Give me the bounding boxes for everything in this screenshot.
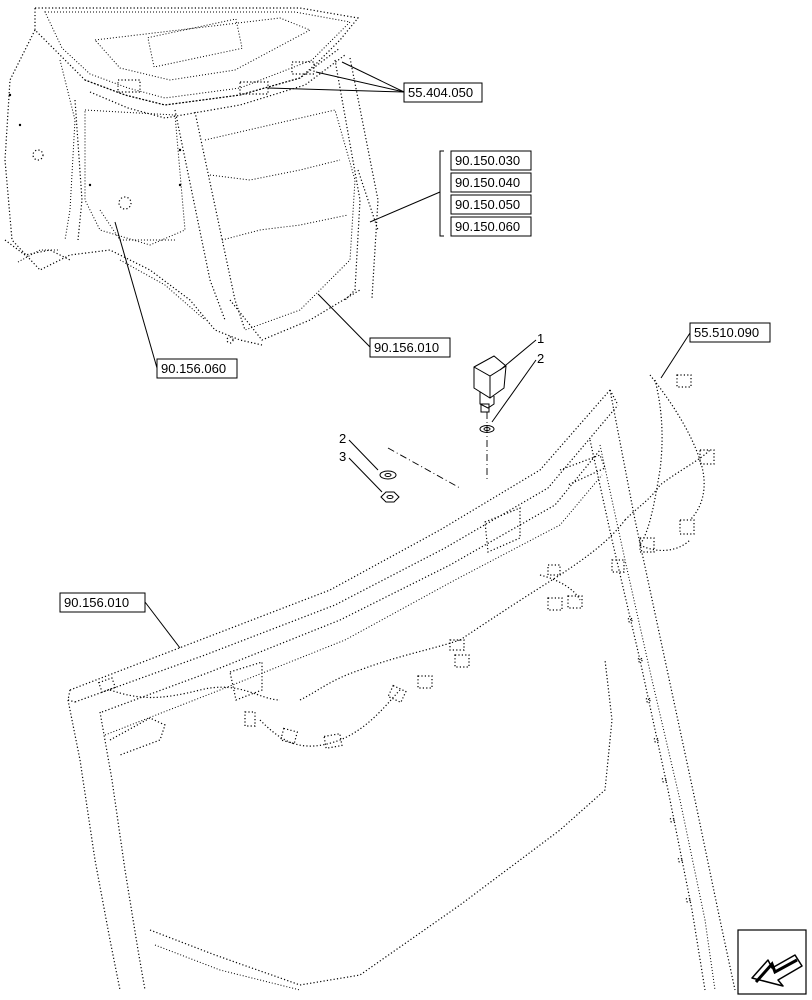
ref-label-90-150-050[interactable]: 90.150.050 bbox=[450, 194, 532, 215]
ref-text: 90.150.030 bbox=[455, 153, 520, 168]
ref-text: 55.510.090 bbox=[694, 325, 759, 340]
ref-label-55-404-050[interactable]: 55.404.050 bbox=[403, 82, 483, 103]
ref-text: 90.150.050 bbox=[455, 197, 520, 212]
ref-text: 90.150.040 bbox=[455, 175, 520, 190]
ref-label-90-150-060[interactable]: 90.150.060 bbox=[450, 216, 532, 237]
ref-text: 90.156.010 bbox=[374, 340, 439, 355]
beacon-mount-illustration bbox=[379, 355, 507, 503]
cab-illustration bbox=[4, 7, 379, 346]
ref-label-90-156-010-upper[interactable]: 90.156.010 bbox=[369, 337, 451, 358]
leader-lines bbox=[114, 61, 691, 649]
ref-text: 90.156.060 bbox=[161, 361, 226, 376]
item-number-2-lower: 2 bbox=[339, 431, 346, 446]
ref-text: 90.150.060 bbox=[455, 219, 520, 234]
ref-label-90-150-030[interactable]: 90.150.030 bbox=[450, 150, 532, 171]
ref-label-90-156-060[interactable]: 90.156.060 bbox=[156, 358, 238, 379]
ref-text: 90.156.010 bbox=[64, 595, 129, 610]
windshield-frame-illustration bbox=[67, 374, 736, 991]
item-number-3: 3 bbox=[339, 449, 346, 464]
ref-label-55-510-090[interactable]: 55.510.090 bbox=[689, 322, 771, 343]
item-number-1: 1 bbox=[537, 331, 544, 346]
ref-label-90-150-040[interactable]: 90.150.040 bbox=[450, 172, 532, 193]
arrow-back-icon[interactable] bbox=[737, 929, 807, 995]
ref-label-90-156-010-lower[interactable]: 90.156.010 bbox=[59, 592, 146, 613]
ref-text: 55.404.050 bbox=[408, 85, 473, 100]
item-number-2-upper: 2 bbox=[537, 351, 544, 366]
